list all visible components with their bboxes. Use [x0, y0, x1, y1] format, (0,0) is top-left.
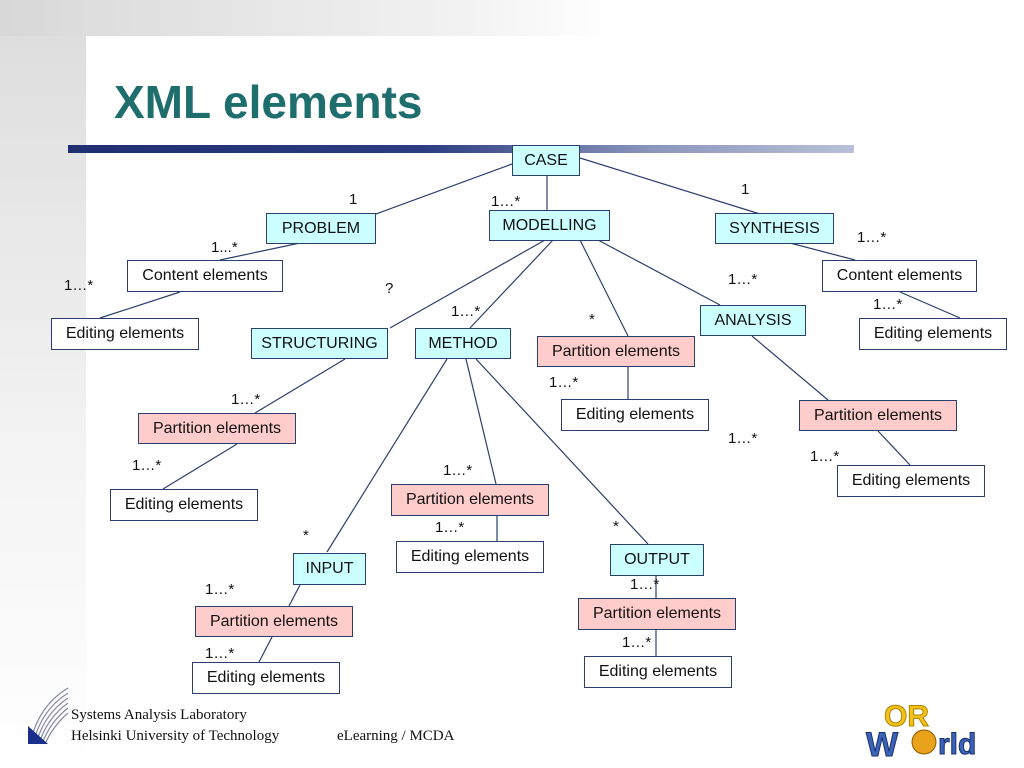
- edge-problem-content: [219, 242, 301, 261]
- edge-method-input: [326, 358, 448, 553]
- mult-method-output: *: [613, 518, 619, 535]
- node-problem: PROBLEM: [266, 213, 376, 244]
- edge-method-partition: [465, 358, 497, 485]
- mult-modelling-method: 1…*: [451, 303, 481, 320]
- svg-text:W: W: [866, 726, 899, 760]
- node-synthesis-editing: Editing elements: [859, 318, 1007, 350]
- mult-problem-content: 1...*: [211, 239, 238, 256]
- node-method-editing: Editing elements: [396, 541, 544, 573]
- mult-method-partition: 1…*: [443, 462, 473, 479]
- node-synthesis-content: Content elements: [822, 260, 977, 292]
- mult-method-editing: 1…*: [435, 519, 465, 536]
- node-structuring-editing: Editing elements: [110, 489, 258, 521]
- node-analysis-editing: Editing elements: [837, 465, 985, 497]
- mult-structuring-partition: 1…*: [231, 391, 261, 408]
- mult-modelling-partition-editing: 1…*: [549, 374, 579, 391]
- edge-structuring-partition: [254, 358, 346, 414]
- edge-modelling-method: [469, 239, 554, 329]
- node-input-partition: Partition elements: [195, 606, 353, 637]
- mult-synthesis-content: 1…*: [857, 229, 887, 246]
- node-problem-editing: Editing elements: [51, 318, 199, 350]
- edge-method-output: [475, 358, 649, 545]
- edge-problem-content-editing: [99, 291, 181, 319]
- node-modelling-editing: Editing elements: [561, 399, 709, 431]
- mult-case-synthesis: 1: [741, 181, 750, 198]
- edge-case-problem: [375, 163, 513, 215]
- edge-structuring-partition-editing: [162, 443, 238, 490]
- node-modelling-partition: Partition elements: [537, 336, 695, 367]
- footer-org-line1: Systems Analysis Laboratory: [71, 707, 247, 723]
- university-logo-icon: [28, 687, 69, 745]
- node-output-editing: Editing elements: [584, 656, 732, 688]
- or-world-logo-icon: OR W rld: [866, 700, 977, 761]
- node-analysis-partition: Partition elements: [799, 400, 957, 431]
- mult-output-editing: 1…*: [622, 634, 652, 651]
- node-problem-content: Content elements: [127, 260, 283, 292]
- page-title: XML elements: [114, 76, 423, 128]
- svg-text:OR: OR: [884, 700, 929, 733]
- node-synthesis: SYNTHESIS: [715, 213, 834, 244]
- edge-analysis-partition-editing: [877, 430, 911, 466]
- mult-method-input: *: [303, 527, 309, 544]
- mult-input-editing: 1…*: [205, 645, 235, 662]
- node-case: CASE: [512, 145, 580, 176]
- node-analysis: ANALYSIS: [700, 305, 806, 336]
- mult-analysis-partition: 1…*: [728, 430, 758, 447]
- node-input-editing: Editing elements: [192, 662, 340, 694]
- svg-text:rld: rld: [938, 728, 976, 760]
- edge-input-partition-editing: [258, 636, 273, 663]
- edge-input-partition: [288, 584, 301, 607]
- node-method-partition: Partition elements: [391, 484, 549, 516]
- mult-input-partition: 1…*: [205, 581, 235, 598]
- node-method: METHOD: [415, 328, 511, 359]
- mult-synthesis-editing: 1…*: [873, 296, 903, 313]
- title-underline-bar: [68, 145, 854, 153]
- node-modelling: MODELLING: [489, 210, 610, 241]
- edge-synthesis-content: [789, 242, 856, 261]
- footer-course: eLearning / MCDA: [337, 728, 455, 744]
- edge-modelling-analysis: [597, 239, 721, 306]
- mult-modelling-structuring: ?: [385, 280, 394, 297]
- footer-org-line2: Helsinki University of Technology: [71, 728, 280, 744]
- node-output-partition: Partition elements: [578, 598, 736, 630]
- edge-synthesis-content-editing: [899, 291, 961, 319]
- node-input: INPUT: [293, 553, 366, 585]
- edge-modelling-partition: [579, 239, 629, 337]
- background-top-gradient: [0, 0, 1024, 36]
- mult-modelling-partition: *: [589, 311, 595, 328]
- mult-case-problem: 1: [349, 191, 358, 208]
- background-left-gradient: [0, 0, 86, 768]
- edge-case-synthesis: [579, 157, 761, 215]
- node-structuring: STRUCTURING: [251, 328, 388, 359]
- mult-case-modelling: 1…*: [491, 193, 521, 210]
- mult-structuring-editing: 1…*: [132, 457, 162, 474]
- edge-modelling-structuring: [389, 239, 546, 329]
- mult-problem-editing: 1…*: [64, 277, 94, 294]
- mult-modelling-analysis: 1…*: [728, 271, 758, 288]
- node-structuring-partition: Partition elements: [138, 413, 296, 444]
- mult-output-partition: 1…*: [630, 576, 660, 593]
- node-output: OUTPUT: [610, 544, 704, 576]
- edge-analysis-partition: [751, 335, 829, 401]
- mult-analysis-editing: 1…*: [810, 448, 840, 465]
